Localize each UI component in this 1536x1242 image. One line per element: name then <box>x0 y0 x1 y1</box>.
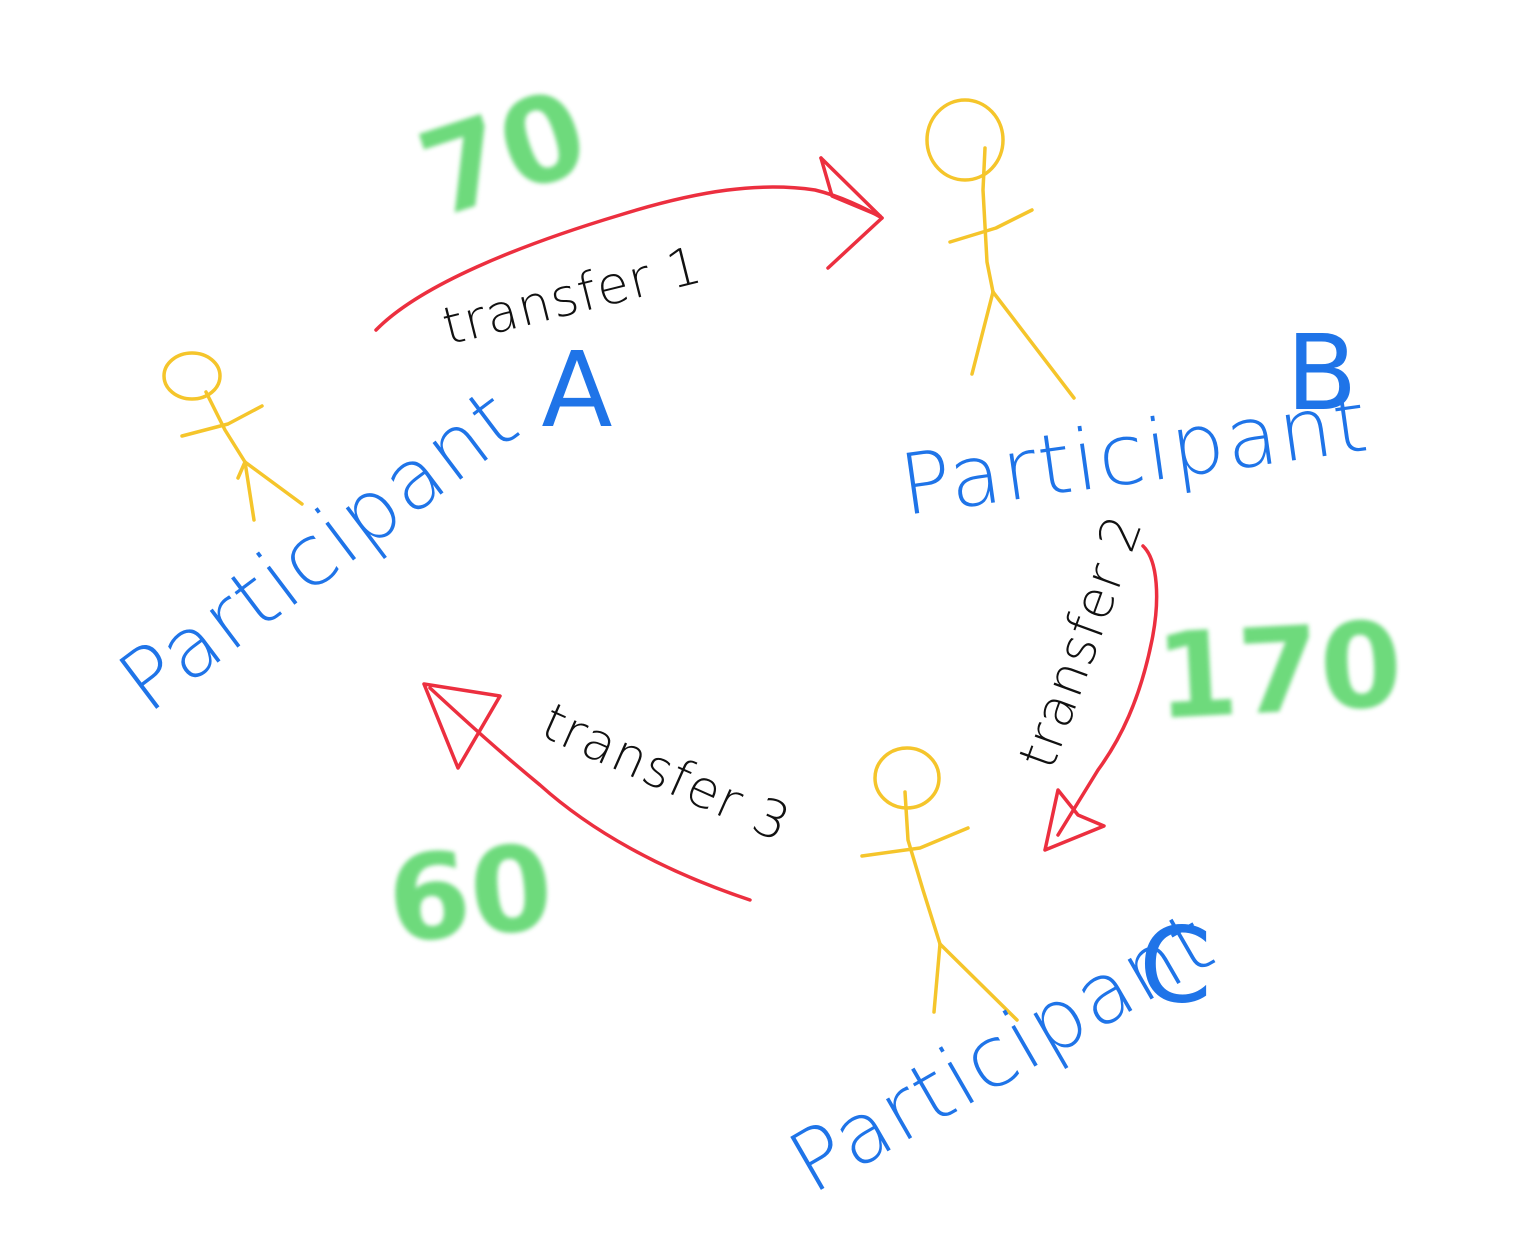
transfer-2-arrow <box>1043 544 1159 852</box>
participant-b-figure <box>925 98 1076 400</box>
transfer-1-arrow <box>374 156 884 332</box>
transfer-1-amount: 70 <box>404 63 603 245</box>
participant-c-figure <box>860 746 1019 1022</box>
transfer-3-amount: 60 <box>382 818 558 970</box>
transfer-2-amount: 170 <box>1152 595 1405 746</box>
transfer-3-arrow <box>422 682 752 902</box>
participant-b-label-group: Participant B <box>894 312 1375 535</box>
participant-c-letter: C <box>1139 905 1212 1027</box>
transfer-2-label: transfer 2 <box>1008 507 1155 777</box>
transfer-3-label: transfer 3 <box>533 692 799 855</box>
participant-c-label-group: Participant C <box>773 892 1230 1213</box>
participant-a-figure <box>162 351 304 522</box>
participant-a-letter: A <box>541 329 612 451</box>
participant-a-label: Participant <box>101 369 537 731</box>
participant-b-letter: B <box>1286 312 1357 434</box>
participant-a-label-group: Participant A <box>101 329 612 731</box>
